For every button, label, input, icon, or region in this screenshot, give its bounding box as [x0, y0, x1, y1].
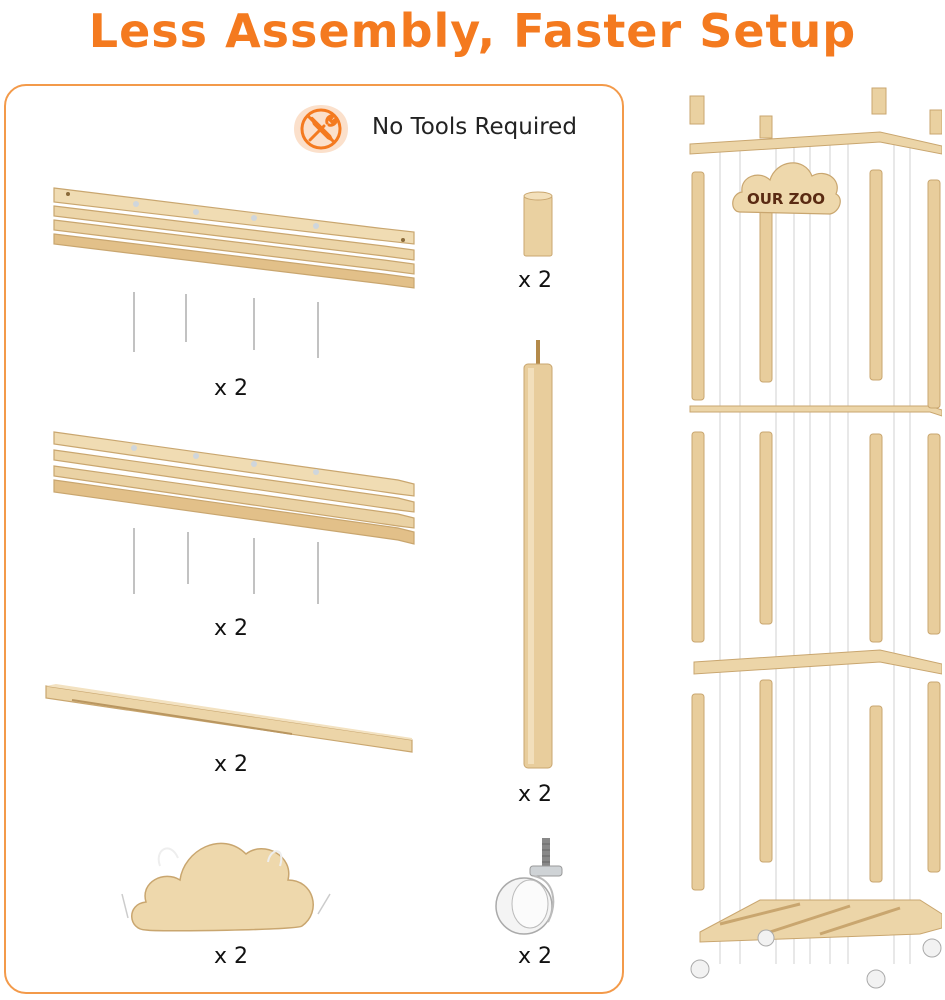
parts-panel — [4, 84, 624, 994]
caster-wheel-quantity: x 2 — [518, 944, 553, 969]
long-slat-panel-quantity: x 2 — [214, 376, 249, 401]
short-slat-panel-quantity: x 2 — [214, 616, 249, 641]
base-board-quantity: x 2 — [214, 752, 249, 777]
caster-wheel — [495, 838, 563, 935]
base-board — [45, 684, 413, 753]
post-cap-quantity: x 2 — [518, 268, 553, 293]
cloud-sign-quantity: x 2 — [214, 944, 249, 969]
headline: Less Assembly, Faster Setup — [88, 4, 857, 58]
wooden-post — [523, 340, 553, 769]
assembled-rack: OUR ZOO — [689, 87, 942, 989]
no-tools-badge: No Tools Required — [290, 100, 620, 156]
crossed-tools-icon — [294, 105, 348, 153]
short-slat-panel — [53, 431, 415, 604]
rack-sign: OUR ZOO — [732, 162, 841, 215]
wooden-post-quantity: x 2 — [518, 782, 553, 807]
cloud-sign — [121, 842, 331, 932]
rack-sign-text: OUR ZOO — [747, 190, 825, 208]
no-tools-label: No Tools Required — [372, 114, 577, 140]
long-slat-panel — [53, 187, 415, 358]
post-cap — [523, 191, 553, 257]
